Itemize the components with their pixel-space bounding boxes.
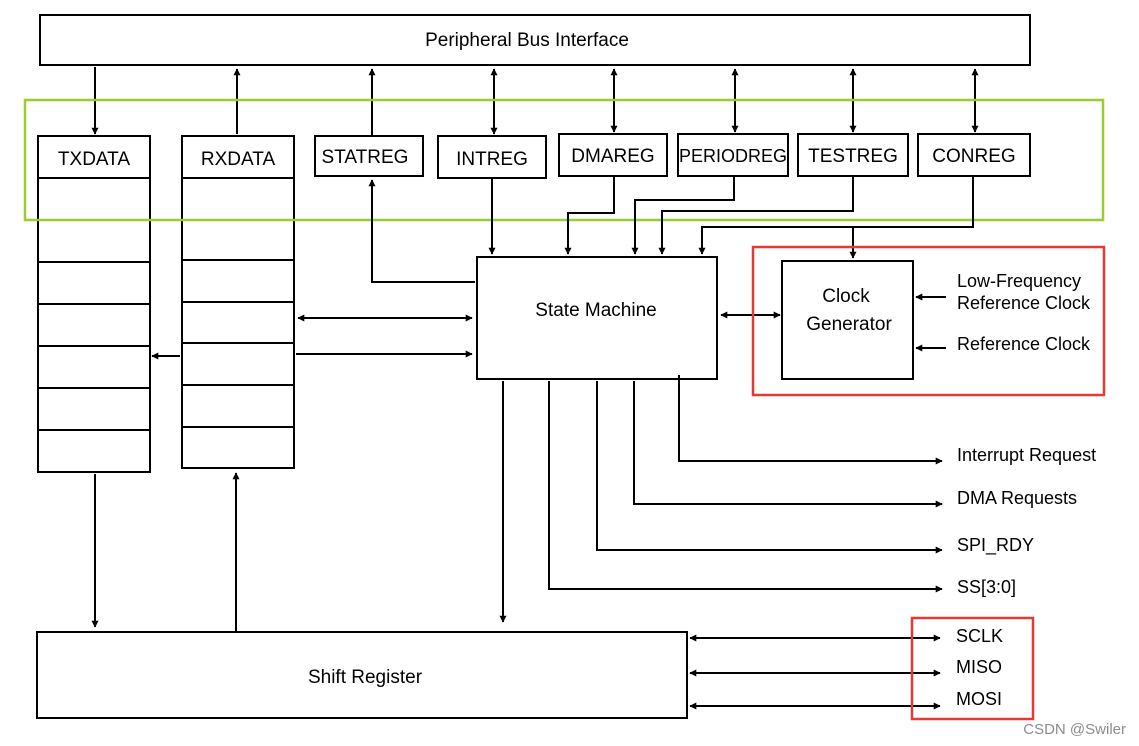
interrupt-request-label: Interrupt Request <box>957 445 1096 465</box>
intreg-box: INTREG <box>437 135 547 179</box>
state-machine: State Machine <box>476 256 718 380</box>
peripheral-bus-interface: Peripheral Bus Interface <box>39 14 1031 66</box>
miso-label: MISO <box>956 657 1002 677</box>
low-freq-label-1: Low-Frequency <box>957 271 1081 291</box>
testreg-label: TESTREG <box>808 146 898 167</box>
spi-pin-arrows <box>689 634 941 710</box>
clock-generator: Clock Generator <box>781 260 914 380</box>
statreg-label: STATREG <box>322 147 409 168</box>
rxdata-label: RXDATA <box>201 149 276 170</box>
periodreg-box: PERIODREG <box>677 133 789 177</box>
txdata-fifo: TXDATA <box>37 135 151 473</box>
clock-highlight <box>751 245 1106 397</box>
state-machine-label: State Machine <box>535 300 656 321</box>
shift-register: Shift Register <box>36 631 688 719</box>
testreg-box: TESTREG <box>797 133 909 177</box>
clock-generator-line2: Generator <box>806 314 892 335</box>
spi-pins-highlight <box>910 616 1035 721</box>
statreg-box: STATREG <box>314 135 424 177</box>
spi-rdy-label: SPI_RDY <box>957 535 1034 556</box>
clock-generator-line1: Clock <box>822 286 870 307</box>
low-freq-label-2: Reference Clock <box>957 293 1091 313</box>
dmareg-box: DMAREG <box>558 133 668 177</box>
dma-requests-label: DMA Requests <box>957 488 1077 508</box>
dmareg-label: DMAREG <box>571 146 654 167</box>
sclk-label: SCLK <box>956 626 1003 646</box>
mosi-label: MOSI <box>956 689 1002 709</box>
conreg-box: CONREG <box>917 133 1031 177</box>
state-machine-outputs <box>499 375 943 623</box>
txdata-label: TXDATA <box>58 149 130 170</box>
register-state-connections <box>368 176 974 283</box>
watermark: CSDN @Swiler <box>1023 721 1126 738</box>
intreg-label: INTREG <box>456 149 528 170</box>
peripheral-bus-label: Peripheral Bus Interface <box>425 30 629 51</box>
shift-register-label: Shift Register <box>308 667 423 688</box>
fifo-state-connections <box>151 314 473 360</box>
ss-label: SS[3:0] <box>957 577 1016 597</box>
bus-register-arrows <box>91 67 979 137</box>
periodreg-label: PERIODREG <box>679 146 787 166</box>
reference-clock-label: Reference Clock <box>957 334 1091 354</box>
conreg-label: CONREG <box>932 146 1015 167</box>
registers-highlight <box>23 98 1105 222</box>
rxdata-fifo: RXDATA <box>181 135 295 469</box>
